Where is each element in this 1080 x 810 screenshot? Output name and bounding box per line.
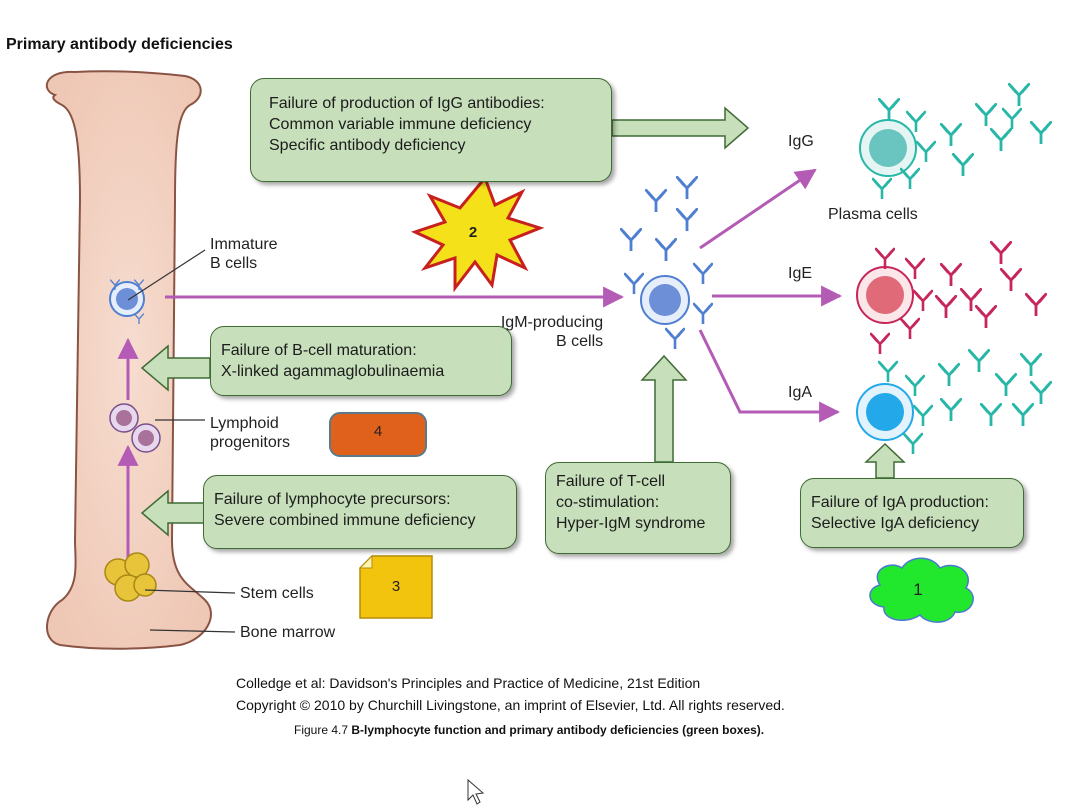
failure-pointer-arrows xyxy=(140,106,906,537)
caption-prefix: Figure 4.7 xyxy=(294,723,352,737)
credit-line-1: Colledge et al: Davidson's Principles an… xyxy=(236,675,701,691)
label-ige: IgE xyxy=(788,265,813,282)
badge-4-box xyxy=(329,412,427,457)
badge-3-label: 3 xyxy=(391,578,401,595)
page-title: Primary antibody deficiencies xyxy=(6,36,233,53)
badge-2-label: 2 xyxy=(468,224,478,241)
igm-producing-b-cell xyxy=(640,275,690,325)
badge-1-label: 1 xyxy=(913,580,923,599)
mouse-cursor-icon xyxy=(467,778,485,805)
caption-bold: B-lymphocyte function and primary antibo… xyxy=(351,723,765,737)
lymphoid-progenitor-cells xyxy=(109,403,161,453)
box-lymphocyte-precursor-failure: Failure of lymphocyte precursors:Severe … xyxy=(203,475,517,549)
ige-plasma-cell xyxy=(856,266,914,324)
badge-3-note xyxy=(358,554,433,619)
label-igg: IgG xyxy=(788,133,814,150)
igg-plasma-cell xyxy=(859,119,917,177)
box-igg-production-failure: Failure of production of IgG antibodies:… xyxy=(250,78,612,182)
immature-b-cell xyxy=(109,279,145,324)
iga-plasma-cell xyxy=(856,383,914,441)
box-bcell-maturation-failure: Failure of B-cell maturation:X-linked ag… xyxy=(210,326,512,396)
stem-cells xyxy=(104,552,157,602)
badge-1-cloud xyxy=(869,557,974,623)
credit-line-2: Copyright © 2010 by Churchill Livingston… xyxy=(236,697,785,713)
figure-caption: Figure 4.7 B-lymphocyte function and pri… xyxy=(294,723,764,737)
label-plasma-cells: Plasma cells xyxy=(828,206,918,223)
class-switch-arrows xyxy=(698,168,843,423)
badge-2-burst xyxy=(410,175,545,293)
label-leader-lines xyxy=(127,249,236,633)
label-iga: IgA xyxy=(788,384,813,401)
label-bone-marrow: Bone marrow xyxy=(240,624,336,641)
box-iga-production-failure: Failure of IgA production:Selective IgA … xyxy=(800,478,1024,548)
label-stem-cells: Stem cells xyxy=(240,585,314,602)
badge-4-label: 4 xyxy=(373,423,383,440)
